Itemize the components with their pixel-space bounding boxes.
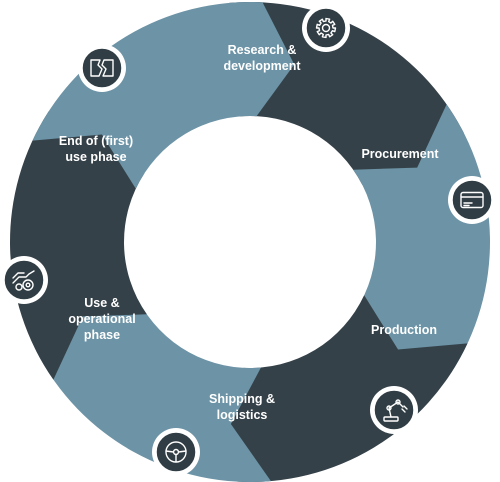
diagram-center-hole [124, 116, 376, 368]
segment-use [9, 111, 147, 380]
segment-end [32, 2, 295, 189]
hand-gear-icon [0, 256, 48, 304]
segment-label-production: Production [371, 323, 437, 337]
segment-production [205, 295, 468, 482]
segment-label-line: development [223, 59, 301, 73]
segment-label-line: Production [371, 323, 437, 337]
segment-label-line: End of (first) [59, 134, 133, 148]
segment-label-shipping: Shipping & logistics [209, 392, 275, 422]
segment-label-procurement: Procurement [361, 147, 439, 161]
segment-research [229, 1, 464, 192]
segment-label-research: Research & development [223, 43, 301, 73]
segment-label-line: phase [84, 328, 120, 342]
credit-card-icon [448, 176, 496, 224]
broken-material-icon [78, 44, 126, 92]
robotic-arm-icon [370, 386, 418, 434]
segment-label-use: Use & operational phase [68, 296, 135, 342]
segment-shipping [36, 292, 271, 482]
segment-label-line: Use & [84, 296, 119, 310]
segment-label-line: Shipping & [209, 392, 275, 406]
segment-label-line: use phase [65, 150, 126, 164]
segment-label-end: End of (first) use phase [59, 134, 133, 164]
segment-label-line: Research & [228, 43, 297, 57]
segment-label-line: operational [68, 312, 135, 326]
segment-procurement [353, 104, 491, 373]
segment-label-line: Procurement [361, 147, 439, 161]
segment-label-line: logistics [217, 408, 268, 422]
steering-wheel-icon [152, 428, 200, 476]
gear-icon [302, 4, 350, 52]
